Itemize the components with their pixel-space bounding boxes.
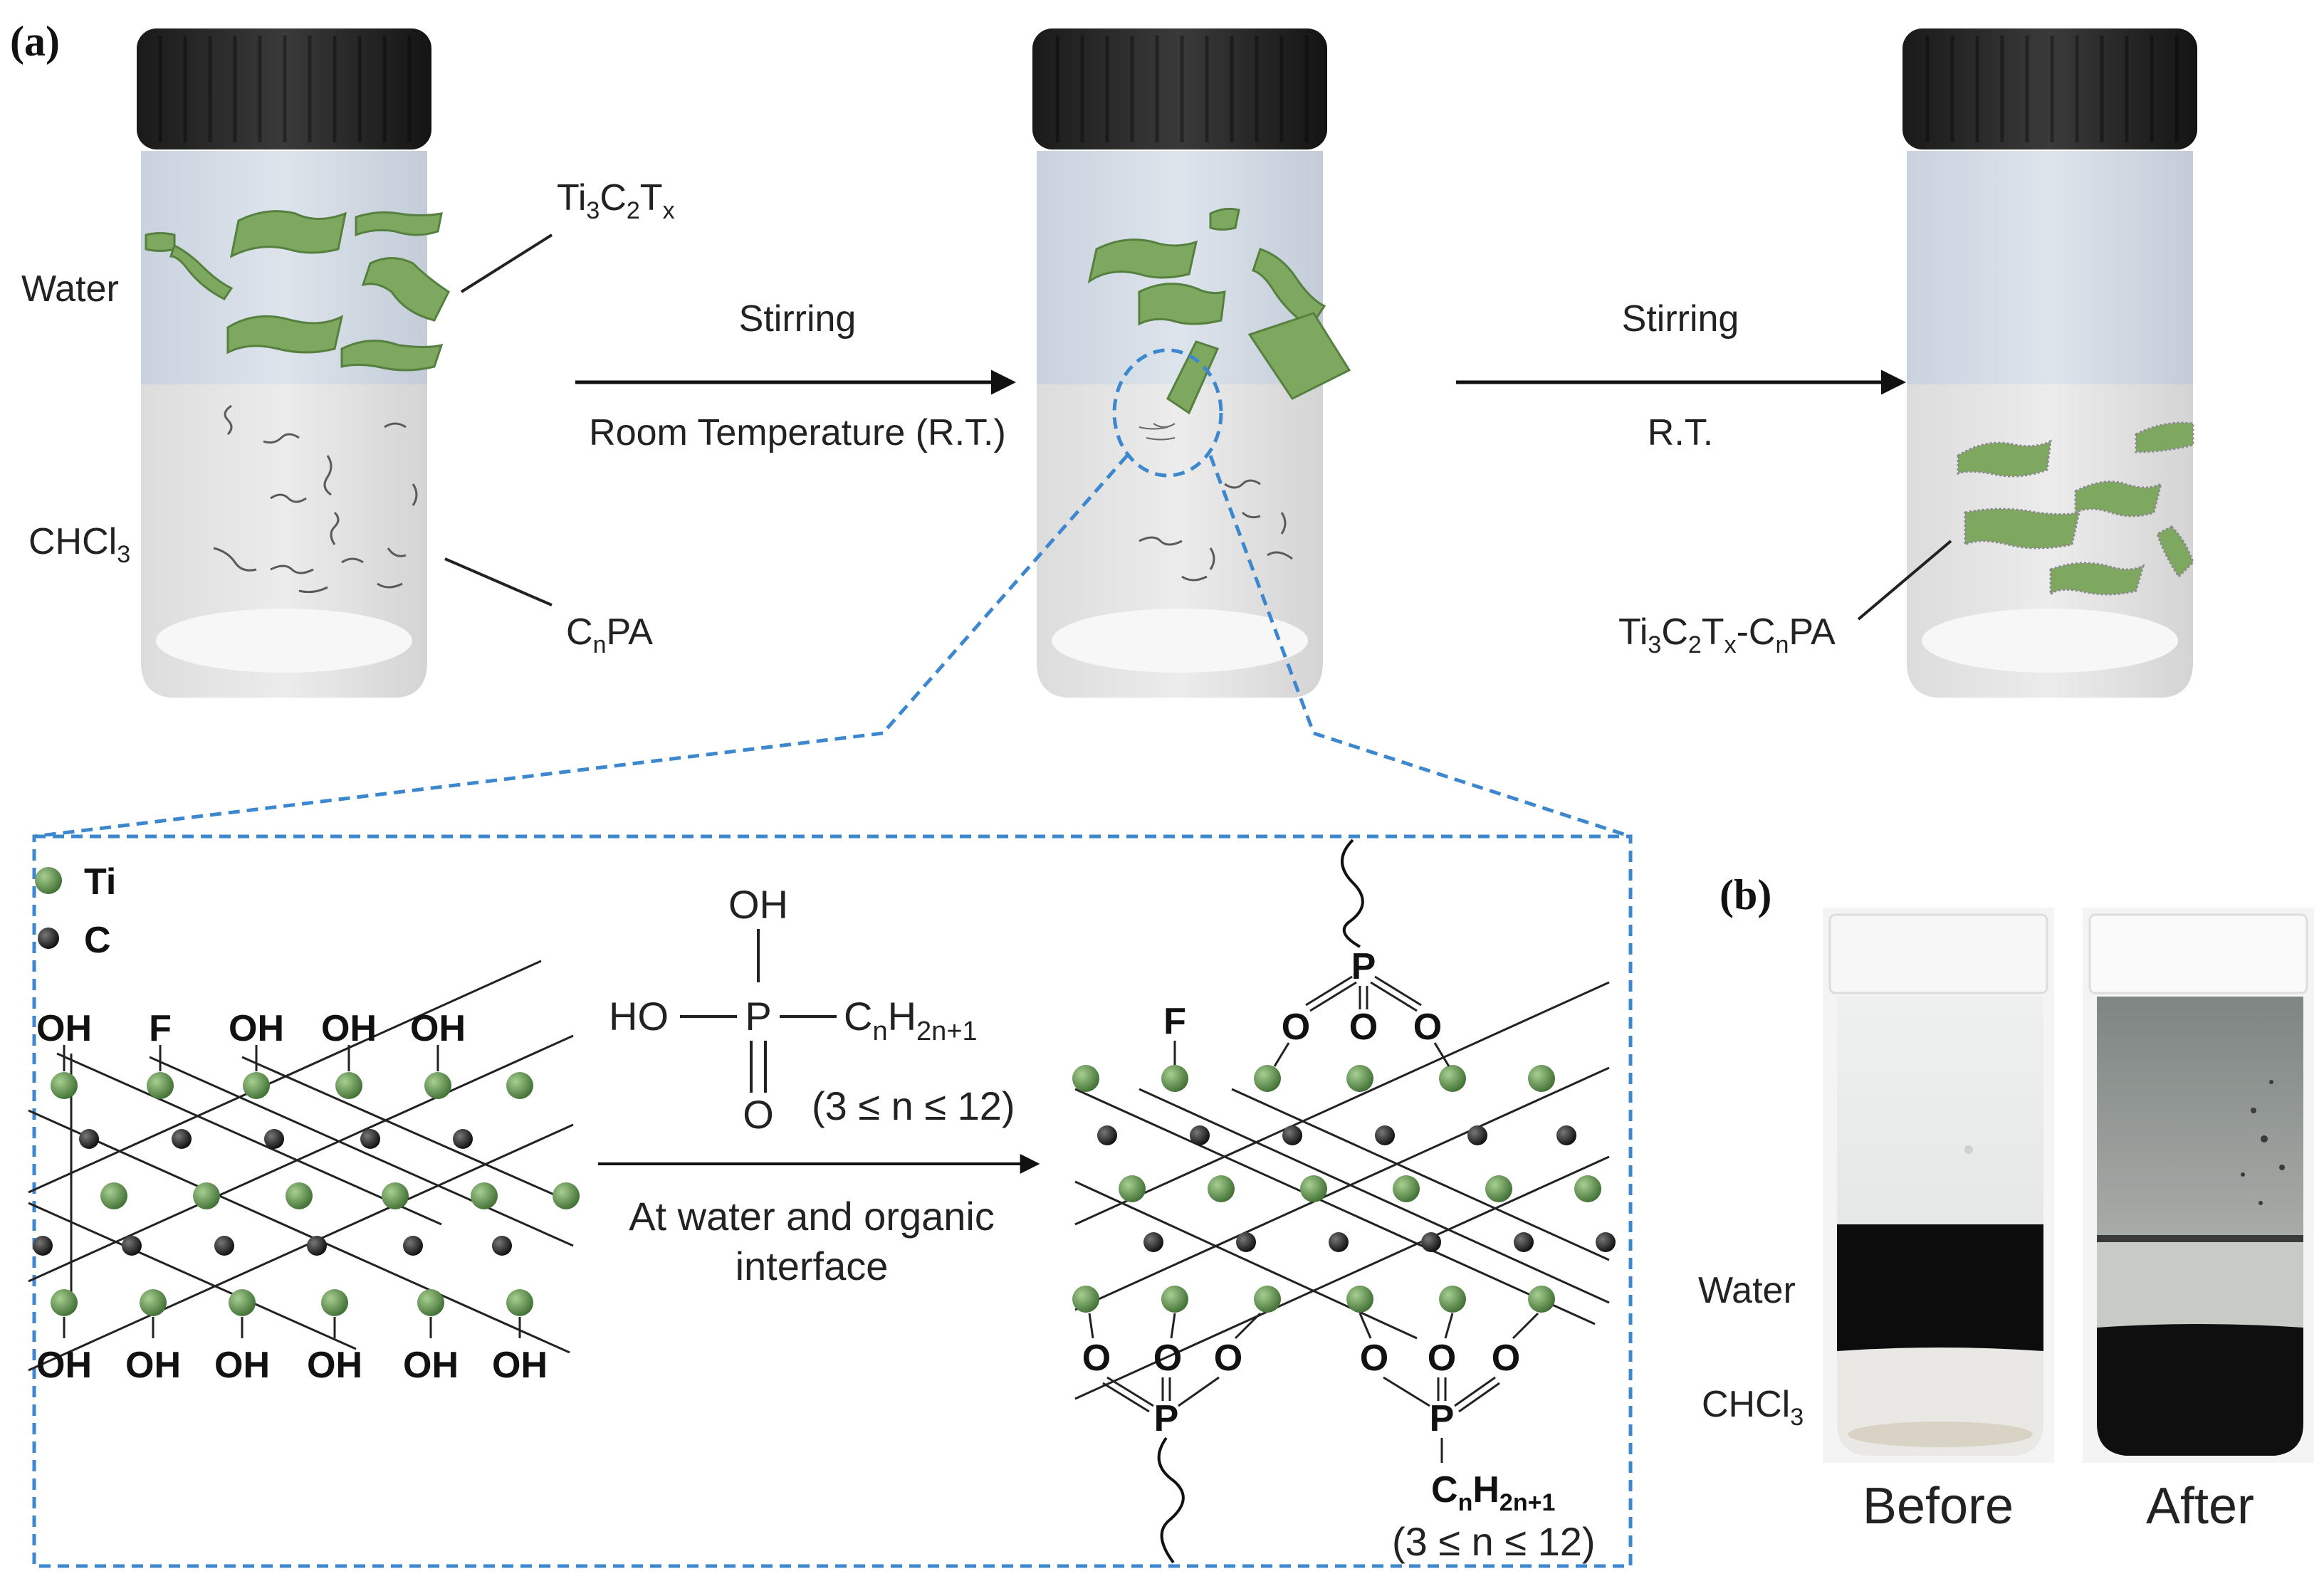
left-bottom-group: OH (492, 1345, 548, 1386)
vial-glass-top (2097, 997, 2303, 1235)
left-bottom-group: OH (214, 1345, 270, 1386)
mxene-leader-line (456, 235, 463, 241)
right-range: (3 ≤ n ≤ 12) (1392, 1519, 1596, 1564)
step-arrow-2: Stirring R.T. (1456, 298, 1906, 453)
water-label: Water (21, 268, 119, 310)
right-top-o: O (1349, 1007, 1378, 1048)
inset-arrow-text-1: At water and organic (629, 1194, 995, 1239)
reagent-p: P (745, 994, 771, 1039)
panel-b-water-label: Water (1698, 1270, 1796, 1311)
left-bottom-group: OH (125, 1345, 181, 1386)
right-bottom-o: O (1492, 1338, 1520, 1379)
jar-cap (1902, 28, 2197, 149)
c-atoms (33, 1129, 512, 1256)
reagent-o: O (743, 1092, 774, 1137)
legend-ti-label: Ti (84, 861, 116, 903)
vial-glass-top (1837, 997, 2043, 1224)
reagent-oh: OH (728, 882, 788, 927)
right-top-o: O (1282, 1007, 1310, 1048)
left-top-group: OH (410, 1008, 466, 1049)
arrow1-bottom-label: Room Temperature (R.T.) (589, 412, 1006, 453)
phosphonic-acid-structure: OH HO P O CnH2n+1 (3 ≤ n ≤ 12) (609, 882, 1015, 1137)
left-top-group: OH (321, 1008, 377, 1049)
water-layer (1907, 151, 2193, 384)
vial-cap (1828, 913, 2048, 994)
organic-label: CHCl3 (28, 521, 130, 568)
jar-interface (1032, 28, 1351, 698)
vial-before (1823, 908, 2054, 1463)
right-f-group: F (1163, 1001, 1186, 1042)
reagent-ho: HO (609, 994, 669, 1039)
left-bottom-group: OH (36, 1345, 92, 1386)
left-top-group: F (149, 1008, 172, 1049)
mxene-lattice-left: OH F OH OH OH OH OH OH OH OH OH (28, 960, 580, 1386)
jar-final: Ti3C2Tx-CnPA (1618, 28, 2197, 698)
right-top-o: O (1413, 1007, 1442, 1048)
product-label: Ti3C2Tx-CnPA (1618, 611, 1836, 658)
functionalized-mxene-flakes (1957, 421, 2194, 597)
water-layer-dark (1837, 1224, 2043, 1351)
inset-arrow-text-2: interface (736, 1244, 889, 1288)
right-bottom-p: P (1430, 1398, 1455, 1439)
ti-atoms (1072, 1065, 1601, 1313)
right-bottom-o: O (1360, 1338, 1388, 1379)
step-arrow-1: Stirring Room Temperature (R.T.) (575, 298, 1016, 453)
right-bottom-o: O (1082, 1338, 1111, 1379)
left-bottom-group: OH (307, 1345, 362, 1386)
jar-initial: Water CHCl3 Ti3C2Tx CnPA (21, 28, 675, 698)
panel-a-label: (a) (10, 18, 60, 65)
right-chain-label: CnH2n+1 (1431, 1469, 1555, 1516)
after-label: After (2146, 1478, 2254, 1535)
legend-c-label: C (84, 920, 111, 961)
left-top-group: OH (229, 1008, 284, 1049)
right-bottom-p: P (1154, 1398, 1179, 1439)
bottom-phosphonate-left: O O O P (1082, 1312, 1262, 1564)
c-atoms (1097, 1125, 1616, 1252)
leader-pa (444, 557, 553, 606)
reagent-chain: CnH2n+1 (844, 994, 978, 1046)
water-layer-clear (2097, 1235, 2303, 1328)
arrow2-top-label: Stirring (1622, 298, 1739, 340)
arrow2-bottom-label: R.T. (1648, 412, 1713, 453)
right-top-p: P (1351, 946, 1376, 987)
jar-cap (1032, 28, 1327, 149)
inset-legend: Ti C (35, 861, 116, 961)
mxene-label: Ti3C2Tx (557, 177, 675, 224)
phosphonic-acid-molecules (213, 404, 418, 594)
mxene-flakes (1087, 207, 1351, 415)
panel-b-label: (b) (1720, 871, 1771, 918)
left-top-group: OH (36, 1008, 92, 1049)
phosphonic-acid-molecules (1139, 479, 1293, 582)
right-bottom-o: O (1153, 1338, 1182, 1379)
mxene-lattice-right: F P O O O O O O P (1072, 839, 1616, 1564)
pa-label: CnPA (566, 611, 653, 658)
inset-reaction-arrow: At water and organic interface (598, 1154, 1040, 1288)
panel-b-organic-label: CHCl3 (1702, 1384, 1804, 1431)
before-label: Before (1863, 1478, 2014, 1535)
leader-product (1857, 540, 1952, 621)
vial-after (2083, 908, 2314, 1463)
right-bottom-o: O (1214, 1338, 1242, 1379)
zoom-connectors (33, 454, 1631, 839)
right-bottom-o: O (1428, 1338, 1456, 1379)
leader-mxene (460, 233, 553, 293)
arrow1-top-label: Stirring (739, 298, 857, 340)
bottom-phosphonate-right: O O O P CnH2n+1 (3 ≤ n ≤ 12) (1359, 1312, 1596, 1564)
interface-zoom-circle (1112, 348, 1223, 478)
c-atom-icon (38, 928, 59, 949)
left-bottom-group: OH (403, 1345, 459, 1386)
chcl3-layer-dark (2097, 1324, 2303, 1456)
top-phosphonate: P O O O (1273, 839, 1450, 1067)
ti-atoms (51, 1072, 580, 1316)
reagent-range: (3 ≤ n ≤ 12) (812, 1083, 1015, 1128)
ti-atom-icon (35, 867, 62, 894)
mxene-flakes (145, 210, 450, 372)
jar-cap (137, 28, 431, 149)
vial-cap (2088, 913, 2308, 994)
